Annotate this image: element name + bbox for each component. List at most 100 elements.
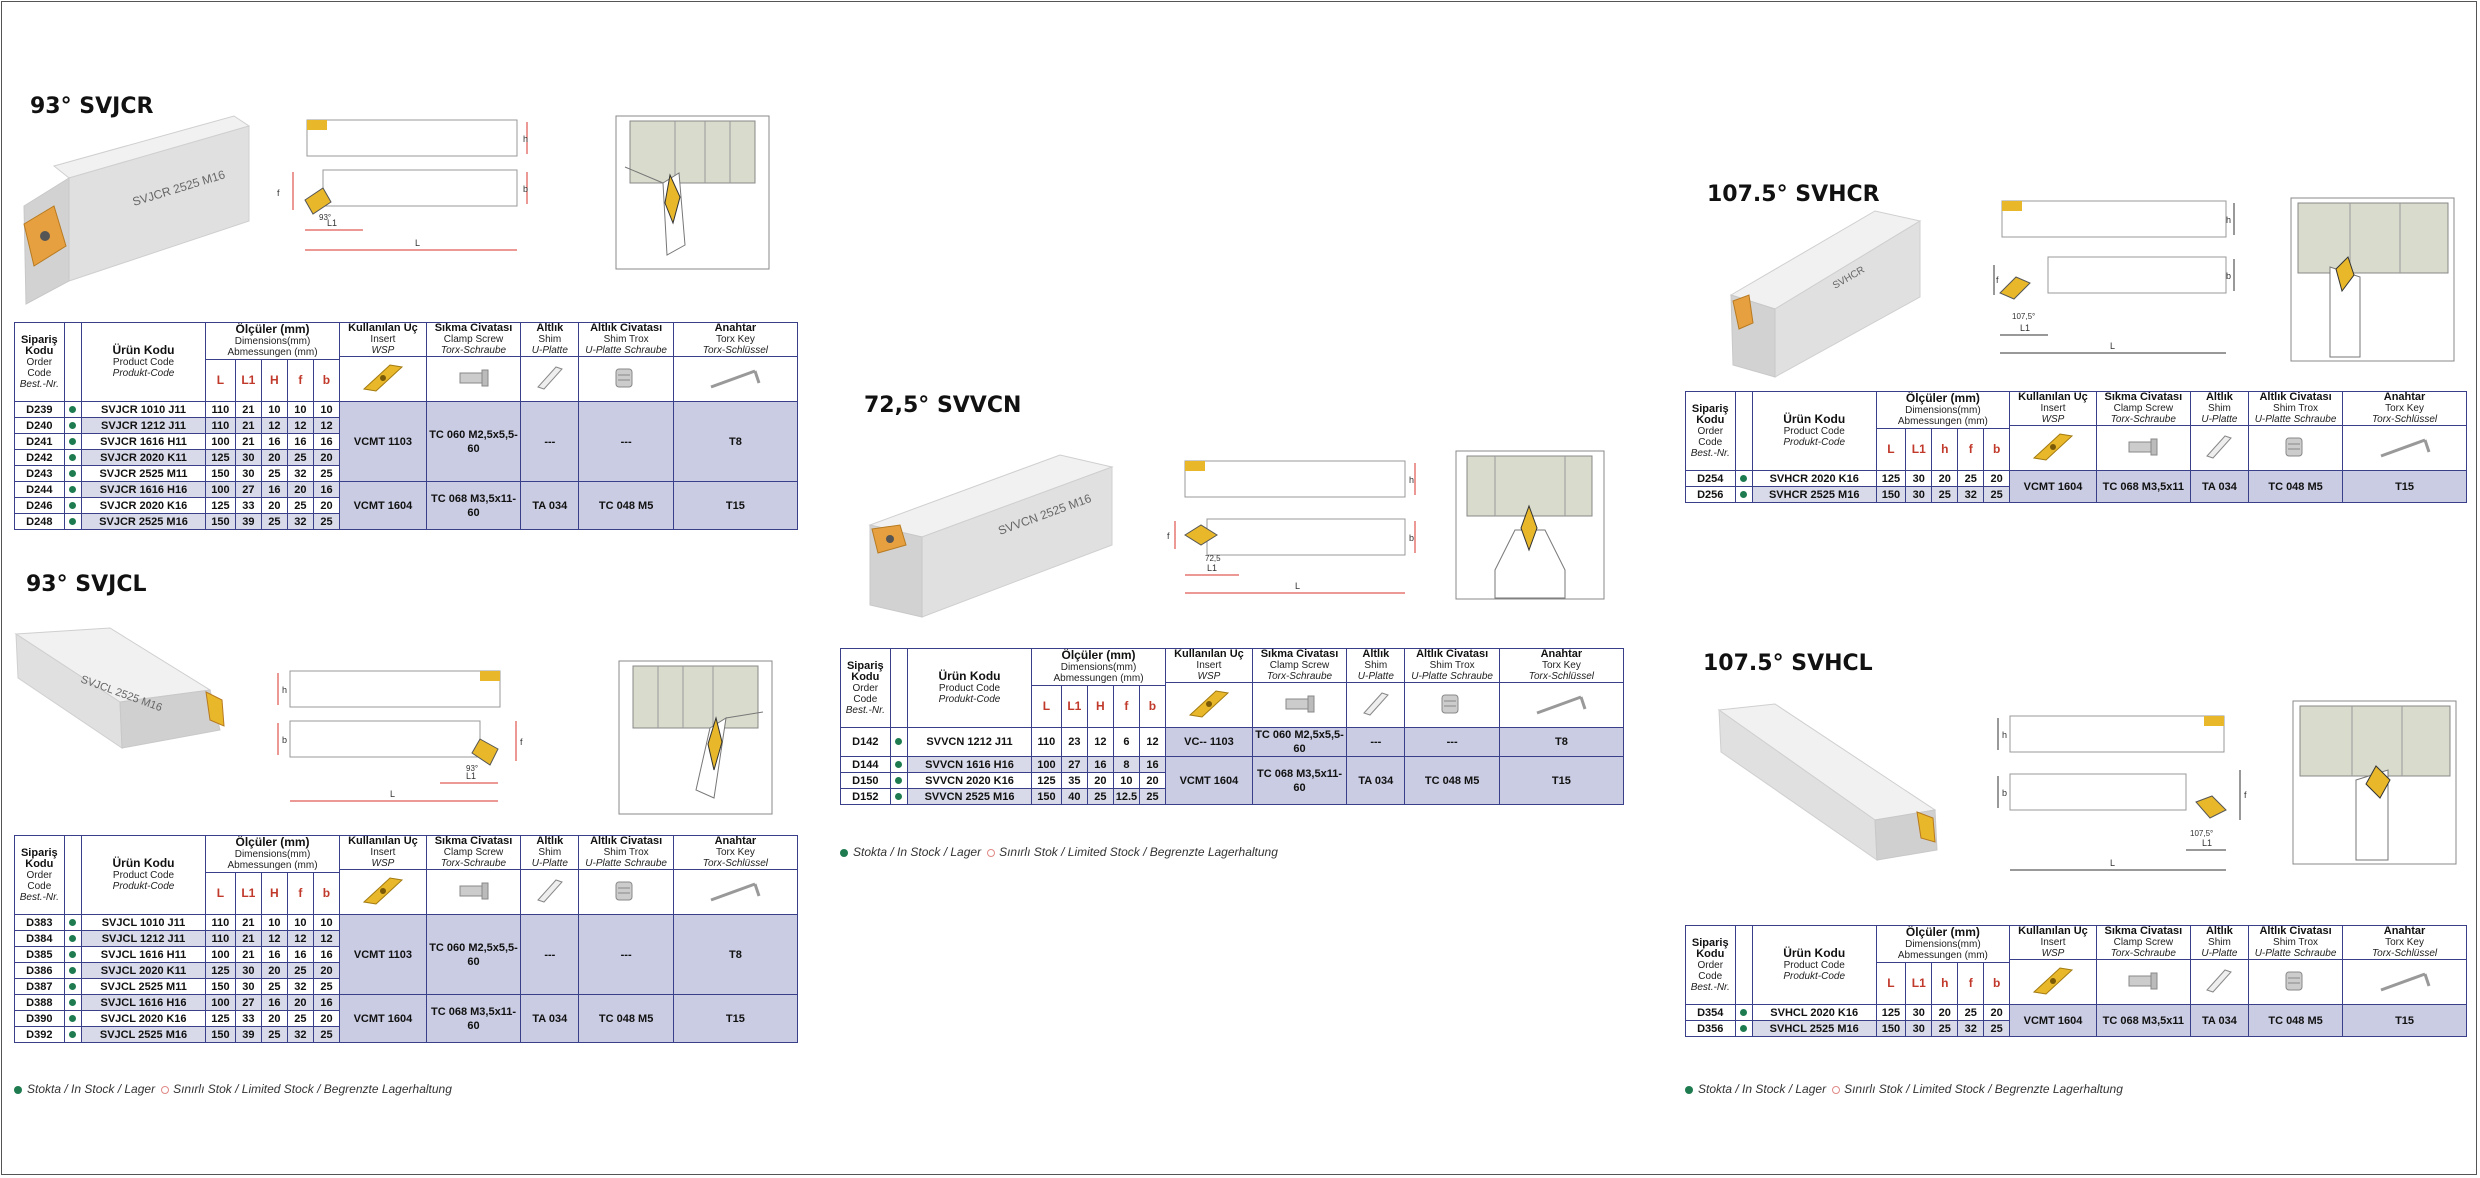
dim-label-h: h <box>523 134 528 144</box>
dimension-drawing-svjcr: h b f L1 L 93° <box>277 119 528 251</box>
product-code: SVJCR 2020 K16 <box>80 497 207 514</box>
in-stock-dot-icon <box>69 469 77 477</box>
dim-col-header: b <box>312 872 341 915</box>
shim-screw-icon <box>2248 959 2344 1005</box>
dim-col-header: f <box>286 359 314 402</box>
dimension-value: 21 <box>234 930 262 947</box>
in-stock-dot-icon <box>840 848 848 857</box>
product-code: SVHCR 2020 K16 <box>1751 470 1877 487</box>
dimension-drawing-svvcn: h b f L1 L 72,5 <box>1167 460 1416 594</box>
shim-value: TA 034 <box>2189 470 2250 503</box>
limited-stock-dot-icon <box>987 848 996 857</box>
dimension-value: 32 <box>286 513 314 530</box>
dimension-value: 110 <box>1031 727 1062 757</box>
order-code: D386 <box>14 962 65 979</box>
dim-label-f: f <box>277 188 280 198</box>
clamp-screw-value: TC 060 M2,5x5,5-60 <box>425 914 522 995</box>
dimension-value: 30 <box>1905 486 1933 503</box>
dimension-value: 110 <box>205 401 236 418</box>
dimension-value: 20 <box>1983 1004 2011 1021</box>
dim-col-header: L <box>205 359 236 402</box>
dimension-value: 110 <box>205 914 236 931</box>
dimension-value: 110 <box>205 930 236 947</box>
dimension-value: 30 <box>1905 1004 1933 1021</box>
stock-status <box>63 417 82 434</box>
order-code: D383 <box>14 914 65 931</box>
product-code: SVJCL 1616 H16 <box>80 994 207 1011</box>
dimension-value: 21 <box>234 433 262 450</box>
in-stock-dot-icon <box>69 437 77 445</box>
application-drawing-svhcl <box>2292 700 2457 865</box>
torx-key-value: T8 <box>1498 727 1625 757</box>
order-code: D387 <box>14 978 65 995</box>
insert-value: VCMT 1103 <box>339 401 427 482</box>
dimension-drawing-svhcr: h b f L1 L 107,5° <box>1993 200 2235 354</box>
dim-col-header: h <box>1931 428 1959 471</box>
clamp-screw-icon <box>1251 682 1348 728</box>
col-stock: Stok/Stock/Lager <box>1734 925 1753 1005</box>
dimension-value: 100 <box>205 994 236 1011</box>
insert-value: VC-- 1103 <box>1165 727 1253 757</box>
shim-icon <box>2189 959 2250 1005</box>
dimension-value: 20 <box>312 497 341 514</box>
clamp-screw-value: TC 068 M3,5x11-60 <box>425 481 522 530</box>
dim-label-angle: 93° <box>466 764 478 773</box>
dim-label-f: f <box>1996 275 1999 285</box>
dimension-value: 10 <box>260 401 288 418</box>
dimension-value: 20 <box>312 449 341 466</box>
dimension-value: 100 <box>205 433 236 450</box>
dimension-value: 25 <box>312 513 341 530</box>
stock-status <box>63 914 82 931</box>
dimension-value: 125 <box>205 497 236 514</box>
in-stock-dot-icon <box>895 738 903 745</box>
dim-label-h: h <box>2226 215 2231 225</box>
dimension-value: 25 <box>312 465 341 482</box>
stock-status <box>1734 486 1753 503</box>
dimension-value: 16 <box>1138 756 1167 773</box>
dim-label-b: b <box>2002 788 2007 798</box>
order-code: D385 <box>14 946 65 963</box>
in-stock-dot-icon <box>69 517 77 525</box>
dim-label-f: f <box>1167 531 1170 541</box>
dimension-value: 30 <box>234 962 262 979</box>
shim-screw-value: TC 048 M5 <box>578 481 674 530</box>
dimension-value: 12 <box>1086 727 1114 757</box>
dimension-value: 16 <box>312 481 341 498</box>
dim-label-f: f <box>520 737 523 747</box>
dimension-value: 20 <box>286 994 314 1011</box>
shim-value: --- <box>1346 727 1406 757</box>
dimension-value: 16 <box>312 433 341 450</box>
dimension-value: 27 <box>1060 756 1088 773</box>
insert-icon <box>2009 425 2097 471</box>
clamp-screw-icon <box>2095 959 2191 1005</box>
dimension-value: 150 <box>1875 1020 1907 1037</box>
insert-value: VCMT 1604 <box>339 994 427 1043</box>
in-stock-dot-icon <box>1740 1024 1748 1032</box>
dimension-value: 39 <box>234 1026 262 1043</box>
col-dimensions: Ölçüler (mm)Dimensions(mm)Abmessungen (m… <box>1031 647 1166 687</box>
dimension-value: 12 <box>260 417 288 434</box>
dim-label-angle: 72,5 <box>1205 554 1221 563</box>
dimension-value: 35 <box>1060 772 1088 789</box>
dimension-value: 12 <box>1138 727 1167 757</box>
insert-icon <box>1165 682 1253 728</box>
product-code: SVJCL 1212 J11 <box>80 930 207 947</box>
dim-label-h: h <box>282 685 287 695</box>
dim-label-L1: L1 <box>2202 838 2212 848</box>
